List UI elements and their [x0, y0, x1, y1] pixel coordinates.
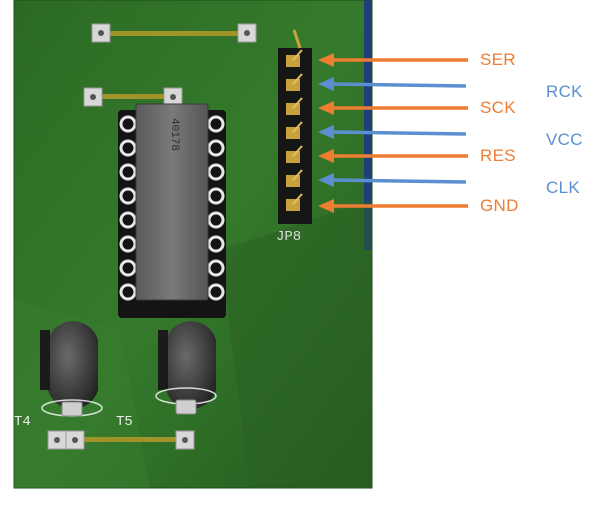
ic-socket: 40178	[118, 103, 226, 318]
socket-pin	[119, 283, 137, 301]
board-edge	[364, 0, 372, 250]
signal-label-ser: SER	[480, 50, 516, 69]
socket-pin	[207, 211, 225, 229]
pin-header-jp8: JP8	[276, 29, 312, 245]
arrowhead-sck	[318, 101, 334, 115]
socket-pin	[119, 115, 137, 133]
socket-pin	[207, 139, 225, 157]
header-pin	[286, 127, 300, 139]
socket-pin	[207, 187, 225, 205]
arrowhead-clk	[318, 173, 334, 187]
signal-label-clk: CLK	[546, 178, 580, 197]
header-pin-lead	[292, 145, 303, 157]
top-trace	[100, 31, 248, 36]
transistor-t4	[40, 321, 103, 417]
t5-label: T5	[116, 414, 133, 430]
ic-chip	[135, 103, 209, 301]
t4-label: T4	[14, 414, 31, 430]
header-pin-lead	[292, 97, 303, 109]
socket-pin	[119, 187, 137, 205]
arrowhead-rck	[318, 77, 334, 91]
bottom-trace	[50, 437, 186, 442]
arrowhead-ser	[318, 53, 334, 67]
header-pin	[286, 175, 300, 187]
arrowhead-res	[318, 149, 334, 163]
signal-arrows	[318, 53, 468, 213]
signal-label-sck: SCK	[480, 98, 516, 117]
socket-pin	[119, 235, 137, 253]
socket-pin	[207, 163, 225, 181]
arrowhead-vcc	[318, 125, 334, 139]
socket-pin	[119, 259, 137, 277]
socket-pin	[207, 115, 225, 133]
socket-pin	[207, 235, 225, 253]
signal-label-vcc: VCC	[546, 130, 583, 149]
socket-pin	[207, 259, 225, 277]
header-pin-lead	[292, 73, 303, 85]
header-pin	[286, 55, 300, 67]
arrow-vcc	[331, 130, 467, 136]
arrow-clk	[331, 178, 467, 184]
header-pin-lead	[292, 49, 303, 61]
header-pin	[286, 199, 300, 211]
header-pin-lead	[292, 121, 303, 133]
header-pin-lead	[292, 169, 303, 181]
transistor-t5	[155, 321, 217, 415]
socket-pin	[207, 283, 225, 301]
socket-pin	[119, 163, 137, 181]
chip-trace	[92, 94, 174, 99]
header-pin	[286, 103, 300, 115]
arrow-rck	[331, 82, 467, 88]
arrowhead-gnd	[318, 199, 334, 213]
header-pin-lead	[292, 193, 303, 205]
header-pin	[286, 79, 300, 91]
signal-label-res: RES	[480, 146, 516, 165]
socket-pin	[119, 211, 137, 229]
socket-pin	[119, 139, 137, 157]
signal-label-rck: RCK	[546, 82, 583, 101]
header-pin	[286, 151, 300, 163]
chip-marking: 40178	[168, 118, 180, 151]
header-label: JP8	[276, 229, 301, 245]
signal-label-gnd: GND	[480, 196, 519, 215]
